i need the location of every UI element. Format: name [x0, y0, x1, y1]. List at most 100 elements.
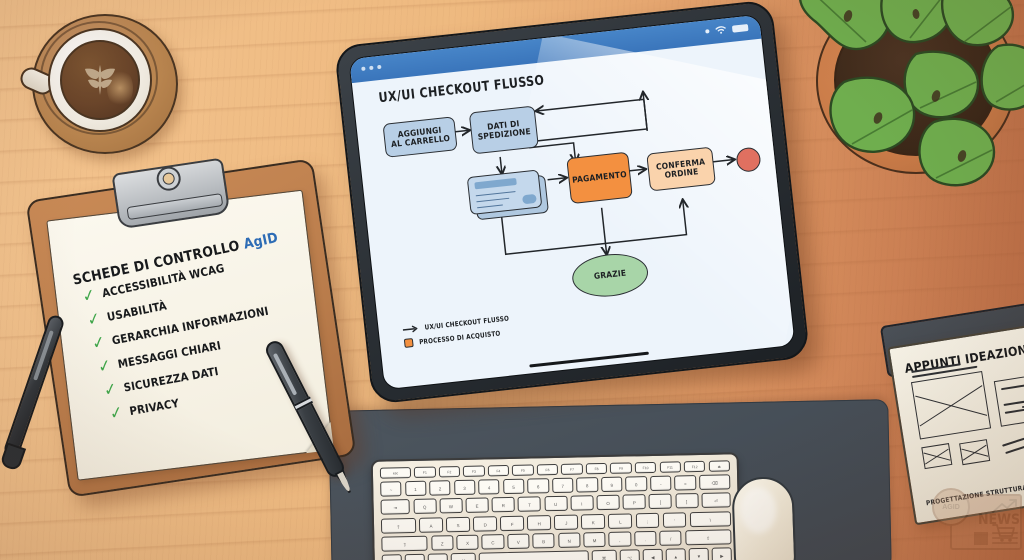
- flow-node-conferma-ordine[interactable]: CONFERMA ORDINE: [646, 146, 716, 192]
- key[interactable]: F10: [634, 461, 657, 474]
- key[interactable]: R: [491, 497, 515, 513]
- key[interactable]: M: [583, 531, 606, 548]
- check-icon: ✓: [85, 308, 103, 331]
- key[interactable]: ⇧: [381, 535, 429, 552]
- key[interactable]: U: [544, 496, 568, 512]
- key[interactable]: F7: [561, 463, 583, 475]
- flow-node-dati-di-spedizione[interactable]: DATI DI SPEDIZIONE: [468, 105, 539, 155]
- key[interactable]: E: [465, 497, 489, 514]
- key[interactable]: Z: [430, 534, 454, 551]
- key[interactable]: \: [689, 510, 732, 527]
- key[interactable]: ,: [608, 531, 632, 547]
- key[interactable]: ]: [674, 493, 699, 509]
- check-icon: ✓: [80, 284, 98, 307]
- monstera-plant: [786, 0, 1024, 196]
- key[interactable]: V: [507, 533, 530, 549]
- key[interactable]: ⇧: [684, 529, 732, 546]
- key[interactable]: F2: [438, 466, 461, 478]
- key[interactable]: F5: [512, 464, 534, 476]
- watermark-lines: [992, 532, 1018, 547]
- key[interactable]: ◀: [642, 548, 663, 560]
- key[interactable]: W: [439, 498, 463, 514]
- key[interactable]: fn: [381, 554, 402, 560]
- key[interactable]: 9: [600, 476, 623, 493]
- key[interactable]: 1: [404, 480, 427, 497]
- key[interactable]: 4: [478, 479, 500, 495]
- key[interactable]: ⌥: [427, 553, 448, 560]
- key[interactable]: ~: [380, 481, 402, 497]
- key[interactable]: =: [674, 475, 697, 491]
- key[interactable]: 6: [527, 478, 549, 494]
- key[interactable]: C: [481, 533, 505, 550]
- key[interactable]: ⌫: [698, 474, 731, 491]
- key[interactable]: ▶: [711, 547, 732, 560]
- legend-swatch-process: [403, 337, 414, 348]
- key[interactable]: D: [473, 515, 498, 532]
- key[interactable]: [: [648, 493, 673, 510]
- key[interactable]: F11: [659, 461, 681, 473]
- tablet-screen[interactable]: UX/UI CHECKOUT FLUSSO: [348, 13, 796, 391]
- key[interactable]: ⌥: [619, 549, 640, 560]
- key[interactable]: F: [500, 515, 525, 531]
- key[interactable]: ⏎: [701, 492, 731, 509]
- key[interactable]: 8: [576, 477, 599, 493]
- key[interactable]: F12: [683, 460, 706, 473]
- key[interactable]: /: [659, 530, 682, 546]
- key[interactable]: esc: [379, 467, 412, 479]
- checklist-clipboard[interactable]: SCHEDE DI CONTROLLO AgID ✓ ACCESSIBILITÀ…: [25, 157, 357, 498]
- key[interactable]: F8: [585, 462, 608, 475]
- keyboard[interactable]: esc F1 F2 F3 F4 F5 F6 F7 F8 F9 F10 F11 F…: [370, 452, 742, 560]
- node-label-line: GRAZIE: [593, 267, 627, 282]
- key[interactable]: I: [570, 495, 594, 512]
- key[interactable]: ⇥: [380, 499, 411, 516]
- key[interactable]: 5: [502, 478, 525, 495]
- key[interactable]: Q: [413, 498, 437, 515]
- key[interactable]: ▼: [688, 547, 709, 560]
- tablet-device[interactable]: UX/UI CHECKOUT FLUSSO: [333, 0, 811, 405]
- key[interactable]: F9: [610, 462, 632, 474]
- key[interactable]: K: [581, 513, 606, 530]
- key[interactable]: ⌘: [591, 549, 617, 560]
- key[interactable]: F3: [463, 465, 485, 477]
- key[interactable]: T: [517, 496, 542, 513]
- key[interactable]: X: [456, 534, 479, 550]
- flow-node-payment-card-icon[interactable]: [466, 169, 543, 216]
- watermark-badge: AGID: [932, 488, 970, 526]
- key[interactable]: 7: [551, 477, 574, 494]
- key[interactable]: F6: [536, 463, 559, 476]
- key[interactable]: ⌃: [404, 553, 425, 560]
- key[interactable]: L: [608, 512, 633, 529]
- watermark-image-block: [974, 532, 988, 545]
- key[interactable]: 2: [429, 480, 451, 496]
- key[interactable]: ;: [635, 512, 660, 528]
- mouse[interactable]: [731, 475, 797, 560]
- flow-node-pagamento[interactable]: PAGAMENTO: [566, 151, 633, 205]
- key[interactable]: F1: [414, 466, 436, 478]
- key[interactable]: ⏏: [708, 460, 730, 472]
- flowchart-canvas[interactable]: UX/UI CHECKOUT FLUSSO: [352, 33, 796, 390]
- wireframe-thumb: [959, 439, 991, 466]
- key[interactable]: O: [596, 495, 620, 511]
- key[interactable]: S: [445, 516, 471, 532]
- key[interactable]: B: [532, 532, 555, 549]
- key[interactable]: .: [633, 530, 657, 547]
- check-icon: ✓: [96, 355, 113, 378]
- key[interactable]: ⌘: [450, 552, 477, 560]
- mouse-highlight: [739, 486, 778, 534]
- key[interactable]: -: [649, 475, 672, 492]
- key-space[interactable]: [479, 550, 589, 560]
- key[interactable]: 0: [625, 476, 648, 492]
- key[interactable]: ': [662, 511, 687, 528]
- key[interactable]: F4: [487, 464, 510, 477]
- key[interactable]: ⇪: [380, 517, 417, 534]
- coffee-cup: [16, 8, 186, 160]
- key[interactable]: H: [527, 514, 552, 531]
- key[interactable]: ▲: [665, 548, 686, 560]
- key[interactable]: J: [554, 514, 579, 530]
- key[interactable]: N: [557, 532, 581, 548]
- key[interactable]: P: [622, 494, 646, 510]
- node-label-line: PAGAMENTO: [571, 169, 628, 186]
- key[interactable]: 3: [453, 479, 476, 496]
- trend-arrow-icon: [992, 499, 1017, 513]
- key[interactable]: A: [418, 516, 444, 533]
